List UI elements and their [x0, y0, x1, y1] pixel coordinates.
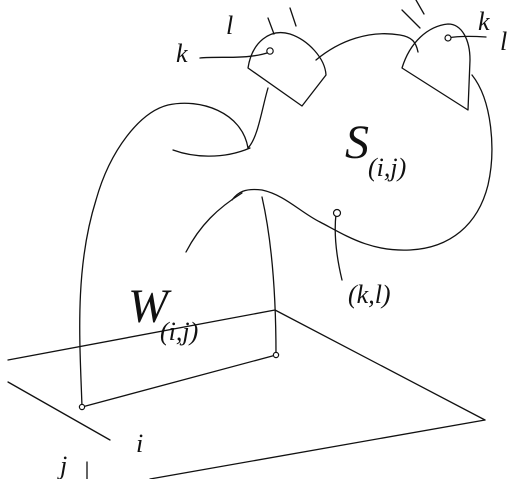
w-right-boundary: [261, 196, 277, 356]
w-left-boundary: [79, 102, 249, 408]
plane-left-edge: [7, 381, 111, 441]
left-cap-stub: [267, 17, 275, 35]
label-kl-pair: (k,l): [348, 280, 391, 309]
label-j: j: [57, 451, 67, 479]
right-cap-top-stub-a: [401, 9, 421, 29]
w-corner-right: [272, 351, 280, 359]
s-right-lobe: [231, 74, 493, 251]
kl-marker-dot: [332, 208, 342, 218]
plane-right-edge: [274, 309, 486, 421]
label-i: i: [136, 429, 143, 458]
right-cap: [401, 0, 487, 111]
label-l-right: l: [500, 27, 507, 56]
s-tail-wire: [334, 213, 343, 281]
s-top-connector: [247, 87, 269, 149]
base-plane: [7, 309, 486, 479]
left-cap-dot: [266, 47, 274, 55]
label-w-main: W: [128, 280, 172, 333]
label-k-left: k: [176, 39, 188, 68]
left-cap-wire-k: [199, 51, 271, 59]
right-cap-dot: [444, 34, 452, 42]
s-surface: [231, 33, 493, 281]
label-l-left: l: [226, 11, 233, 40]
w-corner-left: [78, 403, 86, 411]
left-cap-top-stub: [289, 7, 297, 27]
right-cap-shape: [401, 23, 471, 111]
plane-back-edge: [7, 309, 276, 361]
label-s-main: S: [345, 116, 369, 169]
w-neck-fold: [172, 147, 251, 157]
right-cap-top-stub-b: [415, 0, 425, 15]
left-cap-shape: [247, 32, 327, 107]
s-upper-arc: [315, 33, 419, 61]
plane-front-edge: [149, 419, 486, 479]
label-k-right: k: [478, 7, 490, 36]
left-cap: [199, 7, 327, 107]
w-bottom-arc: [81, 354, 277, 408]
label-w-sub: (i,j): [160, 317, 198, 346]
right-cap-wire: [447, 35, 487, 39]
w-surface: [78, 102, 280, 411]
label-s-sub: (i,j): [368, 153, 406, 182]
w-inner-fold: [185, 192, 243, 253]
